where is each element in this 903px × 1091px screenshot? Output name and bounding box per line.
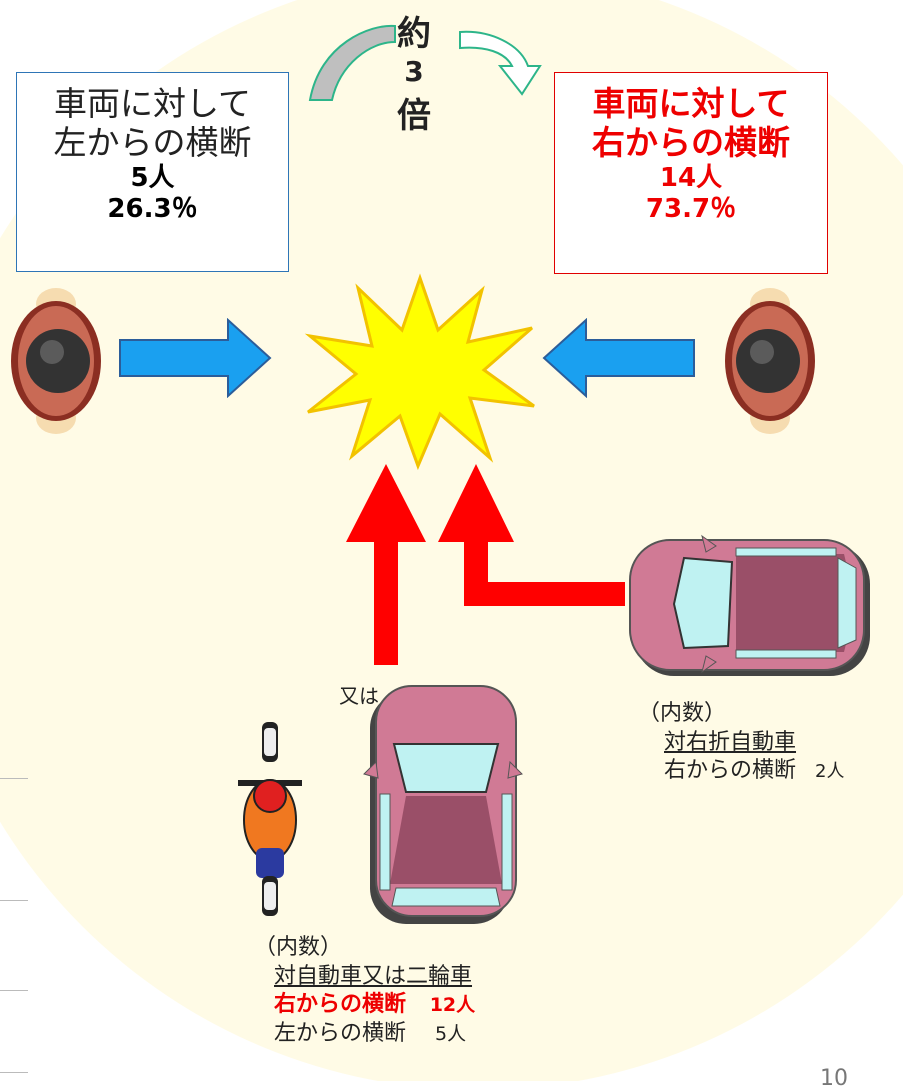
- arrow-right-blue-icon: [119, 318, 272, 398]
- right-box-percent: 73.7％: [645, 193, 737, 224]
- right-crossing-box: 車両に対して 右からの横断 14人 73.7％: [554, 72, 828, 274]
- curved-arrow-icon: [308, 24, 542, 101]
- collision-burst-icon: [304, 273, 535, 470]
- left-crossing-box: 車両に対して 左からの横断 5人 26.3％: [16, 72, 289, 272]
- pedestrian-left-icon: [11, 288, 101, 434]
- multiplier-label: 約 3 倍: [397, 14, 431, 136]
- left-box-percent: 26.3％: [107, 193, 198, 224]
- car-bike-note-right-value: 12人: [429, 994, 476, 1017]
- or-label: 又は: [339, 684, 379, 708]
- right-box-line2: 右からの横断: [592, 122, 790, 162]
- car-bike-note-title: 対自動車又は二輪車: [274, 963, 473, 989]
- left-box-line1: 車両に対して: [53, 84, 251, 123]
- car-bike-note-right-line: 右からの横断: [274, 992, 407, 1018]
- car-bike-note-left-value: 5人: [435, 1022, 467, 1045]
- right-turn-note-header: （内数）: [638, 701, 727, 726]
- right-turn-note: （内数） 対右折自動車 右からの横断 2人: [638, 700, 844, 786]
- right-box-line1: 車両に対して: [592, 84, 790, 123]
- car-right-turn-icon: [629, 534, 870, 676]
- car-bike-note: （内数） 対自動車又は二輪車 右からの横断 12人 左からの横断 5人: [254, 934, 475, 1048]
- right-turn-note-value: 2人: [815, 761, 845, 783]
- motorcycle-icon: [238, 722, 302, 916]
- left-box-count: 5人: [130, 162, 175, 193]
- pedestrian-right-icon: [725, 288, 815, 434]
- right-turn-note-line: 右からの横断: [664, 758, 797, 784]
- red-arrows-icon: [346, 464, 625, 665]
- arrow-left-blue-icon: [542, 318, 695, 398]
- car-straight-icon: [363, 685, 523, 924]
- right-box-count: 14人: [659, 162, 723, 193]
- page-number: 10: [820, 1066, 848, 1091]
- left-box-line2: 左からの横断: [53, 122, 252, 162]
- car-bike-note-header: （内数）: [254, 935, 343, 960]
- right-turn-note-title: 対右折自動車: [664, 729, 797, 755]
- car-bike-note-left-line: 左からの横断: [274, 1020, 407, 1046]
